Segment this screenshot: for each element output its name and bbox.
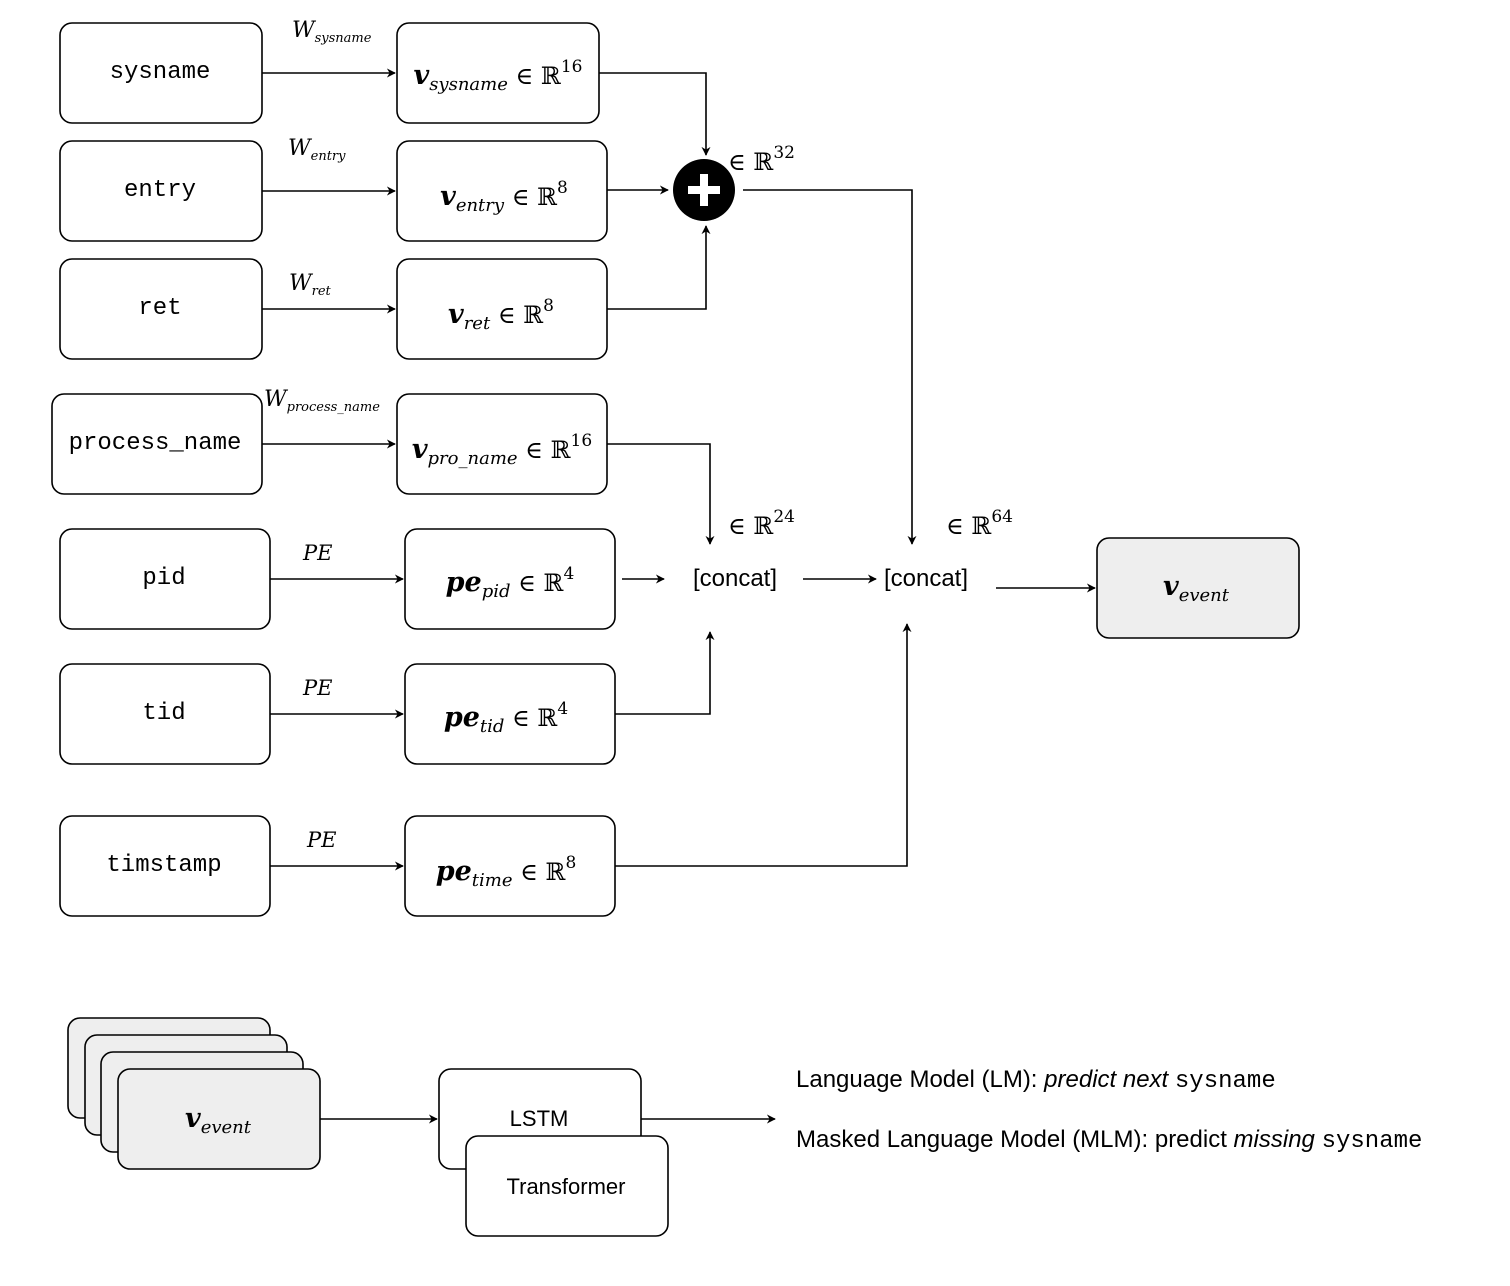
input-pid: pid xyxy=(59,528,271,630)
transformer-box: Transformer xyxy=(465,1135,669,1237)
vector-process-name: vpro_name ∈ ℝ16 xyxy=(396,393,608,495)
vector-timestamp-sub: time xyxy=(472,870,513,891)
svg-text:vret ∈ ℝ8: vret ∈ ℝ8 xyxy=(448,296,554,334)
vector-process-name-base: v xyxy=(412,434,428,465)
vector-entry-base: v xyxy=(440,181,456,212)
concat-2: [concat] xyxy=(884,565,968,592)
input-entry: entry xyxy=(59,140,263,242)
edge-sysname-to-sum xyxy=(599,72,711,156)
edge-time-to-concat2 xyxy=(615,623,912,867)
weight-pid-label: PE xyxy=(302,541,332,565)
input-timestamp: timstamp xyxy=(59,815,271,917)
vector-entry: ventry ∈ ℝ8 xyxy=(396,140,608,242)
input-entry-label: entry xyxy=(124,177,196,204)
edge-ret-to-sum xyxy=(607,225,711,310)
event-stack-base: v xyxy=(185,1103,201,1134)
vector-timestamp: petime ∈ ℝ8 xyxy=(404,815,616,917)
vector-pid: pepid ∈ ℝ4 xyxy=(404,528,616,630)
vector-ret-sub: ret xyxy=(464,313,491,334)
vector-entry-sub: entry xyxy=(456,195,505,216)
vector-tid-dim: 4 xyxy=(557,699,568,719)
svg-text:vevent: vevent xyxy=(185,1103,252,1138)
vector-entry-rel: ∈ ℝ xyxy=(504,183,558,211)
input-sysname-label: sysname xyxy=(110,59,211,86)
vector-pid-rel: ∈ ℝ xyxy=(511,569,565,597)
vector-tid-base: pe xyxy=(444,702,480,733)
svg-text:petime ∈ ℝ8: petime ∈ ℝ8 xyxy=(436,853,577,891)
vector-tid-rel: ∈ ℝ xyxy=(504,704,558,732)
weight-process-name-label: Wprocess_name xyxy=(264,387,380,415)
sum-node xyxy=(673,159,735,221)
output-event: vevent xyxy=(1096,537,1300,639)
output-event-sub: event xyxy=(1179,585,1230,606)
vector-pid-base: pe xyxy=(446,567,482,598)
vector-sysname-dim: 16 xyxy=(561,57,583,77)
output-event-base: v xyxy=(1163,571,1179,602)
vector-sysname-sub: sysname xyxy=(429,74,508,95)
vector-process-name-dim: 16 xyxy=(571,431,593,451)
lm-task: Language Model (LM): predict next sysnam… xyxy=(796,1066,1276,1095)
input-pid-label: pid xyxy=(142,565,185,592)
vector-ret: vret ∈ ℝ8 xyxy=(396,258,608,360)
edge-process-to-concat1 xyxy=(607,443,715,545)
input-ret-label: ret xyxy=(138,295,181,322)
vector-timestamp-dim: 8 xyxy=(565,853,576,873)
weight-tid-label: PE xyxy=(302,676,332,700)
concat-1: [concat] xyxy=(693,565,777,592)
event-stack: vevent xyxy=(67,1017,321,1170)
svg-text:vpro_name ∈ ℝ16: vpro_name ∈ ℝ16 xyxy=(412,431,592,469)
mlm-task: Masked Language Model (MLM): predict mis… xyxy=(796,1126,1422,1155)
transformer-label: Transformer xyxy=(507,1174,626,1199)
vector-timestamp-rel: ∈ ℝ xyxy=(512,858,566,886)
vector-entry-dim: 8 xyxy=(557,178,568,198)
sum-dim-label: ∈ ℝ32 xyxy=(728,143,795,176)
vector-pid-sub: pid xyxy=(482,581,511,602)
input-tid-label: tid xyxy=(142,700,185,727)
event-stack-sub: event xyxy=(201,1117,252,1138)
weight-entry-label: Wentry xyxy=(288,136,346,164)
lstm-label: LSTM xyxy=(510,1106,569,1131)
svg-text:ventry ∈ ℝ8: ventry ∈ ℝ8 xyxy=(440,178,568,216)
input-timestamp-label: timstamp xyxy=(106,852,221,879)
vector-timestamp-base: pe xyxy=(436,856,472,887)
vector-pid-dim: 4 xyxy=(564,564,575,584)
concat-1-dim-label: ∈ ℝ24 xyxy=(728,507,795,540)
weight-timestamp-label: PE xyxy=(306,828,336,852)
vector-sysname-base: v xyxy=(413,60,429,91)
vector-ret-rel: ∈ ℝ xyxy=(490,301,544,329)
vector-process-name-rel: ∈ ℝ xyxy=(518,436,572,464)
svg-text:vevent: vevent xyxy=(1163,571,1230,606)
vector-process-name-sub: pro_name xyxy=(428,448,518,469)
input-process-name: process_name xyxy=(51,393,263,495)
input-ret: ret xyxy=(59,258,263,360)
weight-sysname-label: Wsysname xyxy=(292,18,372,46)
svg-text:petid ∈ ℝ4: petid ∈ ℝ4 xyxy=(444,699,568,737)
vector-ret-base: v xyxy=(448,299,464,330)
input-sysname: sysname xyxy=(59,22,263,124)
svg-text:pepid ∈ ℝ4: pepid ∈ ℝ4 xyxy=(446,564,575,602)
edge-sum-to-concat2 xyxy=(743,189,917,545)
vector-tid-sub: tid xyxy=(480,716,505,737)
edge-tid-to-concat1 xyxy=(615,631,715,715)
vector-sysname-rel: ∈ ℝ xyxy=(508,62,562,90)
vector-sysname: vsysname ∈ ℝ16 xyxy=(396,22,600,124)
vector-tid: petid ∈ ℝ4 xyxy=(404,663,616,765)
svg-text:vsysname ∈ ℝ16: vsysname ∈ ℝ16 xyxy=(413,57,582,95)
input-process-name-label: process_name xyxy=(69,430,242,457)
weight-ret-label: Wret xyxy=(289,271,332,299)
vector-ret-dim: 8 xyxy=(543,296,554,316)
input-tid: tid xyxy=(59,663,271,765)
concat-2-dim-label: ∈ ℝ64 xyxy=(946,507,1013,540)
